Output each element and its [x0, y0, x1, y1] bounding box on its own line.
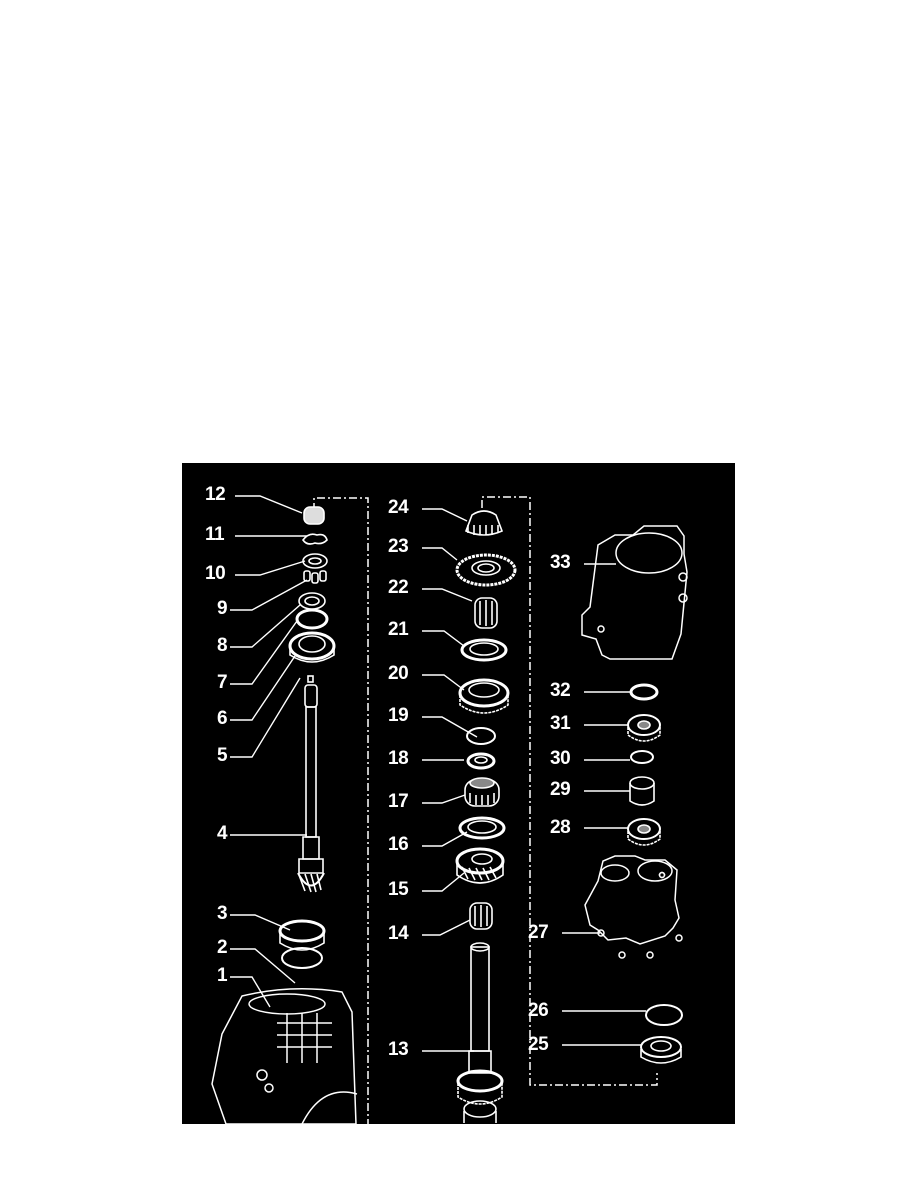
part-23-gear [455, 553, 517, 587]
part-26-o-ring [645, 1004, 683, 1026]
callout-31: 31 [550, 713, 571, 734]
callout-15: 15 [388, 879, 409, 900]
part-33-case-cover [581, 525, 688, 660]
left-leader-lines [230, 495, 308, 1008]
part-17-bearing [464, 777, 500, 807]
part-1-housing [211, 988, 358, 1124]
part-11-clip [302, 533, 328, 545]
callout-21: 21 [388, 619, 409, 640]
part-20-gear [458, 678, 510, 714]
part-28-ball-bearing [627, 818, 661, 846]
part-32-washer [629, 683, 659, 701]
part-22-needle-bearing [474, 597, 498, 629]
callout-7: 7 [217, 672, 228, 693]
callout-1: 1 [217, 965, 228, 986]
part-31-ball-bearing [627, 714, 661, 742]
part-14-needle-bearing [469, 902, 493, 930]
callout-13: 13 [388, 1039, 409, 1060]
part-21-synchro-ring [460, 638, 508, 662]
assembly-centerlines [313, 496, 658, 1124]
exploded-view-artwork [211, 495, 688, 1124]
callout-10: 10 [205, 563, 226, 584]
callout-9: 9 [217, 598, 228, 619]
part-19-ring [466, 727, 496, 745]
callout-4: 4 [217, 823, 228, 844]
part-5-key [307, 675, 314, 683]
callout-8: 8 [217, 635, 228, 656]
part-15-helical-gear [455, 847, 505, 884]
part-10-washer [302, 553, 328, 569]
part-24-tapered-bearing [464, 510, 504, 536]
part-2-o-ring [281, 947, 323, 969]
callout-3: 3 [217, 903, 228, 924]
part-25-bearing [640, 1036, 682, 1064]
part-13-mainshaft [456, 942, 504, 1123]
callout-27: 27 [528, 922, 549, 943]
callout-22: 22 [388, 577, 409, 598]
callout-26: 26 [528, 1000, 549, 1021]
part-6-bearing [288, 631, 336, 663]
part-16-synchro-ring [458, 816, 506, 840]
callout-29: 29 [550, 779, 571, 800]
callout-17: 17 [388, 791, 409, 812]
part-8-seal [298, 592, 326, 610]
callout-2: 2 [217, 937, 228, 958]
callout-33: 33 [550, 552, 571, 573]
callout-25: 25 [528, 1034, 549, 1055]
part-4-shaft [297, 684, 325, 893]
callout-19: 19 [388, 705, 409, 726]
callout-14: 14 [388, 923, 409, 944]
callout-20: 20 [388, 663, 409, 684]
part-18-washer [466, 752, 496, 770]
callout-11: 11 [205, 524, 225, 545]
callout-18: 18 [388, 748, 409, 769]
part-30-ring [630, 750, 654, 764]
part-12-cap [303, 506, 325, 525]
callout-16: 16 [388, 834, 409, 855]
part-29-sleeve [629, 776, 655, 806]
callout-32: 32 [550, 680, 571, 701]
part-27-transfer-housing [584, 855, 683, 959]
callout-30: 30 [550, 748, 571, 769]
middle-leader-lines [422, 508, 478, 1052]
part-7-race [295, 608, 329, 630]
callout-6: 6 [217, 708, 228, 729]
callout-24: 24 [388, 497, 409, 518]
part-9-rollers [303, 570, 327, 584]
callout-12: 12 [205, 484, 226, 505]
callout-5: 5 [217, 745, 228, 766]
part-3-bearing-cup [278, 919, 326, 951]
exploded-view-diagram: 12 11 10 9 8 7 6 5 4 3 2 1 24 23 22 21 2… [182, 463, 735, 1124]
callout-28: 28 [550, 817, 571, 838]
right-leader-lines [562, 563, 646, 1046]
callout-23: 23 [388, 536, 409, 557]
